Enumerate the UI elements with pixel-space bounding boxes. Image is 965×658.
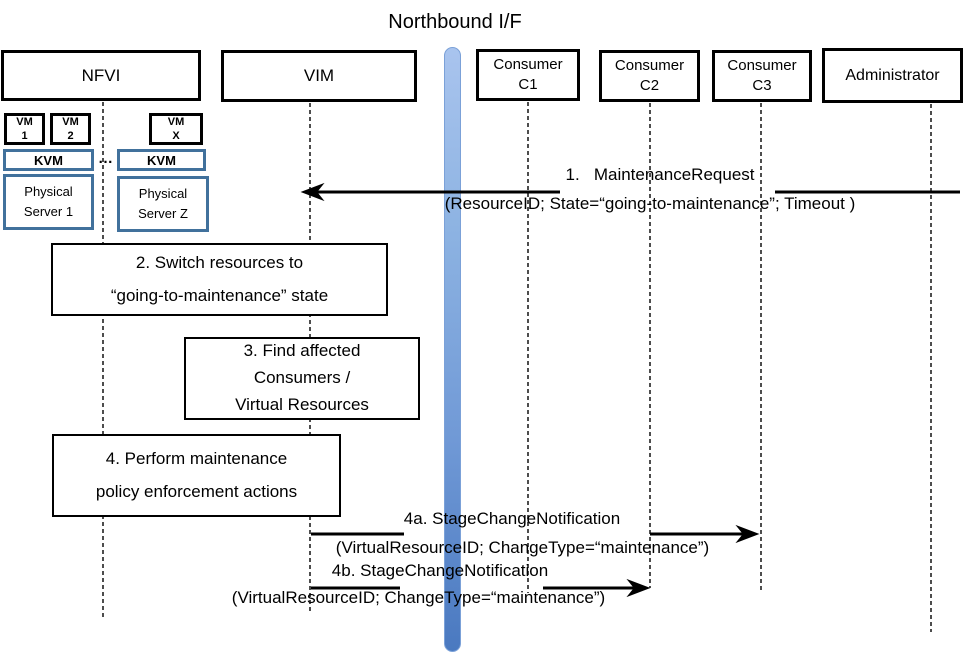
actor-nfvi: NFVI	[1, 50, 201, 101]
vmx-label-line2: X	[172, 130, 180, 142]
actor-consumer-c3-label-line2: C3	[752, 77, 772, 94]
message-1-params: (ResourceID; State=“going-to-maintenance…	[444, 194, 856, 213]
consumer1-lifeline	[527, 102, 529, 593]
message-1-label: 1. MaintenanceRequest	[565, 165, 755, 184]
step4-label-line1: 4. Perform maintenance	[105, 449, 288, 469]
step3-label-line1: 3. Find affected	[243, 341, 361, 361]
physical-server1-label-line2: Server 1	[23, 204, 74, 219]
actor-consumer-c1-label-line2: C1	[518, 76, 538, 93]
actor-consumer-c2-label-line2: C2	[639, 77, 660, 94]
consumer3-lifeline	[760, 103, 762, 592]
actor-consumer-c1: Consumer C1	[476, 49, 580, 101]
actor-nfvi-label: NFVI	[81, 65, 121, 85]
message-4a-params: (VirtualResourceID; ChangeType=“maintena…	[335, 538, 710, 557]
northbound-if-title: Northbound I/F	[388, 11, 522, 33]
kvm-left-box: KVM	[3, 149, 94, 171]
step3-box: 3. Find affected Consumers / Virtual Res…	[184, 337, 420, 420]
actor-consumer-c3-label-line1: Consumer	[727, 56, 797, 74]
kvm-right-label: KVM	[147, 152, 176, 168]
actor-administrator: Administrator	[822, 48, 963, 103]
vm2-label-line1: VM	[62, 115, 79, 128]
step2-label-line1: 2. Switch resources to	[135, 253, 304, 273]
message-4b-params: (VirtualResourceID; ChangeType=“maintena…	[231, 588, 606, 607]
vmx-box: VM X	[149, 113, 203, 145]
step4-box: 4. Perform maintenance policy enforcemen…	[52, 434, 341, 517]
step2-box: 2. Switch resources to “going-to-mainten…	[51, 243, 388, 316]
actor-vim-label: VIM	[303, 66, 335, 85]
vm2-label-line2: 2	[67, 130, 74, 142]
vm1-label-line1: VM	[16, 115, 33, 128]
kvm-right-box: KVM	[117, 149, 206, 171]
step2-label-line2: “going-to-maintenance” state	[110, 285, 329, 305]
message-4b-label: 4b. StageChangeNotification	[331, 561, 549, 580]
actor-administrator-label: Administrator	[845, 66, 940, 84]
physical-server1-label-line1: Physical	[24, 183, 73, 199]
physical-serverz-box: Physical Server Z	[117, 176, 209, 232]
vm1-box: VM 1	[4, 113, 45, 145]
physical-server1-box: Physical Server 1	[3, 174, 94, 230]
step4-label-line2: policy enforcement actions	[95, 481, 298, 501]
step3-label-line2: Consumers /	[253, 368, 351, 388]
vm1-label-line2: 1	[21, 130, 28, 142]
message-4a-label: 4a. StageChangeNotification	[403, 509, 621, 528]
consumer2-lifeline	[649, 103, 651, 588]
actor-vim: VIM	[221, 50, 417, 102]
step3-label-line3: Virtual Resources	[235, 394, 369, 414]
northbound-if-bar	[444, 47, 461, 652]
actor-consumer-c3: Consumer C3	[712, 50, 812, 102]
ellipsis-dots: …	[98, 150, 114, 167]
kvm-left-label: KVM	[34, 152, 63, 168]
actor-consumer-c2-label-line1: Consumer	[614, 56, 685, 74]
actor-consumer-c1-label-line1: Consumer	[493, 55, 563, 73]
vm2-box: VM 2	[50, 113, 91, 145]
physical-serverz-label-line2: Server Z	[138, 206, 188, 221]
vmx-label-line1: VM	[167, 115, 185, 128]
physical-serverz-label-line1: Physical	[138, 185, 188, 201]
actor-consumer-c2: Consumer C2	[599, 50, 700, 102]
nfvi-lifeline	[102, 102, 104, 620]
administrator-lifeline	[930, 104, 932, 632]
